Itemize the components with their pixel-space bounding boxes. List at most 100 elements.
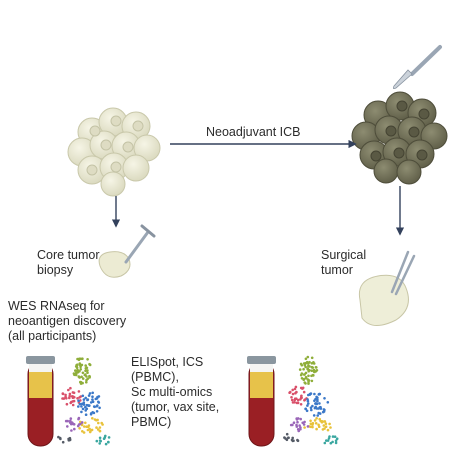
scatter-point <box>65 397 68 400</box>
scatter-point <box>331 440 334 444</box>
scatter-point <box>104 434 107 438</box>
scatter-point <box>314 397 317 401</box>
scatter-point <box>93 405 96 409</box>
scatter-point <box>70 400 73 404</box>
scatter-point <box>290 398 294 402</box>
scatter-point <box>88 362 91 366</box>
scatter-point <box>95 410 99 413</box>
scatter-point <box>69 421 73 424</box>
scatter-point <box>326 401 330 404</box>
scatter-point <box>86 371 89 375</box>
scatter-point <box>309 419 312 423</box>
scatter-point <box>295 417 299 420</box>
scatter-point <box>67 388 70 392</box>
scatter-point <box>69 417 73 420</box>
scatter-point <box>71 403 75 407</box>
scatter-point <box>299 417 303 421</box>
pretreatment-tumor-cluster <box>67 107 161 197</box>
scatter-point <box>81 371 85 375</box>
scatter-point <box>324 425 328 429</box>
scatter-point <box>78 357 82 361</box>
scatter-point <box>301 386 305 390</box>
scatter-point <box>328 435 331 438</box>
scatter-point <box>291 392 295 396</box>
scatter-point <box>78 402 82 406</box>
scatter-point <box>91 391 94 395</box>
blood-tube-1 <box>26 356 55 447</box>
scatter-point <box>78 370 81 373</box>
scatter-point <box>303 381 307 384</box>
scatter-point <box>88 430 92 434</box>
scatter-point <box>309 425 312 429</box>
scatter-point <box>321 410 325 414</box>
scatter-point <box>294 391 297 395</box>
scatter-point <box>72 372 76 375</box>
scatter-point <box>284 437 287 440</box>
scatter-point <box>85 366 89 370</box>
scatter-point <box>322 420 326 423</box>
scatter-point <box>57 435 60 439</box>
scatter-point <box>306 404 309 407</box>
scatter-point <box>303 426 306 429</box>
scatter-point <box>324 422 328 426</box>
scatter-point <box>80 363 84 367</box>
scatter-point <box>86 358 89 361</box>
scatter-point <box>97 395 101 398</box>
scatter-point <box>77 399 80 403</box>
scatter-point <box>304 365 307 369</box>
scatter-point <box>68 438 72 442</box>
scatter-point <box>99 439 102 443</box>
scatter-point <box>88 376 91 379</box>
scatter-point <box>297 429 301 433</box>
scatter-point <box>70 429 73 432</box>
scatter-point <box>318 412 322 415</box>
scatter-point <box>77 405 80 408</box>
scatter-point <box>302 367 305 371</box>
scatter-point <box>307 402 310 405</box>
scatter-point <box>92 411 96 415</box>
scatter-point <box>88 392 92 395</box>
scatter-point <box>59 437 62 441</box>
scatter-point <box>97 400 100 404</box>
scatter-point <box>334 441 338 445</box>
scatter-point <box>285 432 289 436</box>
forceps-icon <box>390 250 416 296</box>
scatter-point <box>86 377 89 381</box>
scatter-point <box>312 414 316 417</box>
scatter-point <box>303 373 306 376</box>
scatter-point <box>335 437 339 441</box>
scatter-point <box>311 421 315 425</box>
scatter-point <box>85 425 88 429</box>
scatter-point <box>84 421 87 425</box>
scatter-point <box>87 424 91 427</box>
scatter-point <box>84 369 87 373</box>
scatter-point <box>329 426 332 429</box>
scatter-point <box>72 423 76 426</box>
scatter-point <box>306 378 310 381</box>
scatter-point <box>69 386 72 390</box>
scatter-point <box>61 392 65 395</box>
scatter-point <box>68 392 72 396</box>
scatter-point <box>96 404 99 407</box>
scatter-point <box>326 439 330 442</box>
scatter-point <box>296 401 300 405</box>
scatter-point <box>76 357 79 361</box>
scatter-point <box>98 429 102 433</box>
scatter-point <box>317 423 320 427</box>
scatter-point <box>317 407 320 410</box>
scatter-point <box>293 387 297 391</box>
scatter-point <box>75 366 79 370</box>
scatter-point <box>307 362 310 365</box>
scatter-point <box>102 437 106 441</box>
scatter-point <box>87 394 91 397</box>
scatter-point <box>95 426 98 429</box>
scatter-point <box>80 402 84 406</box>
scatter-point <box>298 424 301 427</box>
scatter-point <box>296 438 299 442</box>
scatter-point <box>98 436 102 440</box>
scatter-point <box>73 427 76 431</box>
surgical-sample <box>358 274 409 326</box>
scatter-point <box>79 368 82 371</box>
scatter-point <box>304 407 307 411</box>
scatter-point <box>310 374 313 378</box>
